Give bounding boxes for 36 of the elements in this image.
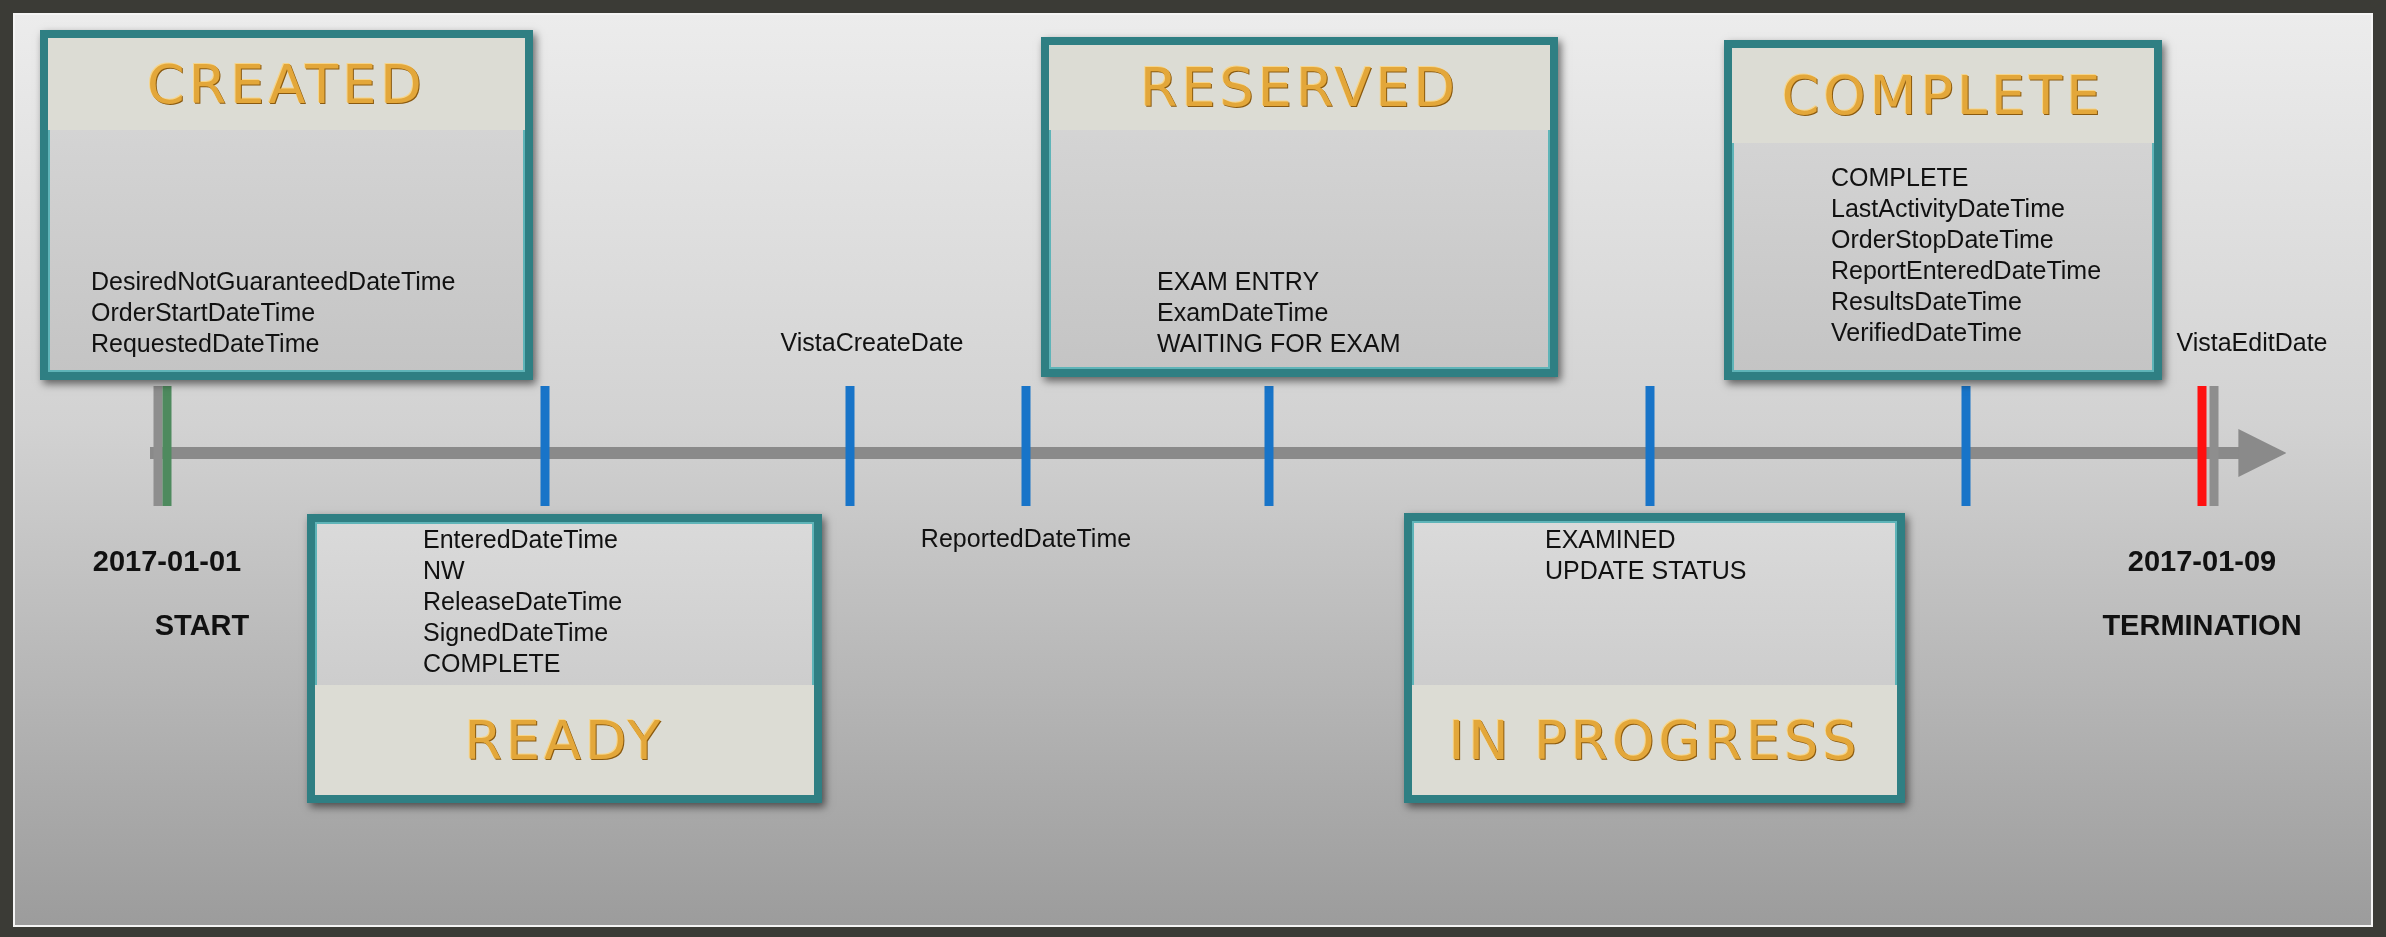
date-label: 2017-01-01 [92, 545, 242, 578]
field-name: ReportEnteredDateTime [1831, 255, 2102, 286]
field-name: VerifiedDateTime [1831, 317, 2023, 348]
field-name: SignedDateTime [423, 617, 610, 648]
field-name: OrderStartDateTime [91, 297, 317, 328]
field-name: RequestedDateTime [91, 328, 321, 359]
state-box [1404, 513, 1905, 803]
field-name: EXAM ENTRY [1157, 266, 1321, 297]
state-heading: RESERVED [1139, 56, 1460, 119]
field-name: COMPLETE [423, 648, 562, 679]
state-heading: IN PROGRESS [1448, 708, 1861, 772]
field-name: ReleaseDateTime [423, 586, 623, 617]
state-heading: READY [464, 708, 665, 772]
field-name: ResultsDateTime [1831, 286, 2023, 317]
date-label: 2017-01-09 [2127, 545, 2277, 578]
field-name: EXAMINED [1545, 524, 1677, 555]
state-box [307, 514, 822, 803]
field-name: COMPLETE [1831, 162, 1970, 193]
state-box [1724, 40, 2162, 380]
date-label: TERMINATION [2102, 609, 2302, 642]
field-name: OrderStopDateTime [1831, 224, 2055, 255]
field-name: LastActivityDateTime [1831, 193, 2066, 224]
field-name: NW [423, 555, 466, 586]
state-heading: CREATED [147, 52, 426, 116]
field-name: UPDATE STATUS [1545, 555, 1747, 586]
field-name: ExamDateTime [1157, 297, 1330, 328]
date-label: START [154, 609, 250, 642]
field-name: ReportedDateTime [920, 524, 1132, 553]
field-name: EnteredDateTime [423, 524, 619, 555]
field-name: VistaEditDate [2176, 328, 2328, 357]
field-name: DesiredNotGuaranteedDateTime [91, 266, 456, 297]
field-name: WAITING FOR EXAM [1157, 328, 1401, 359]
field-name: VistaCreateDate [780, 328, 964, 357]
state-box [1041, 37, 1558, 377]
state-heading: COMPLETE [1781, 64, 2105, 127]
state-box [40, 30, 533, 380]
